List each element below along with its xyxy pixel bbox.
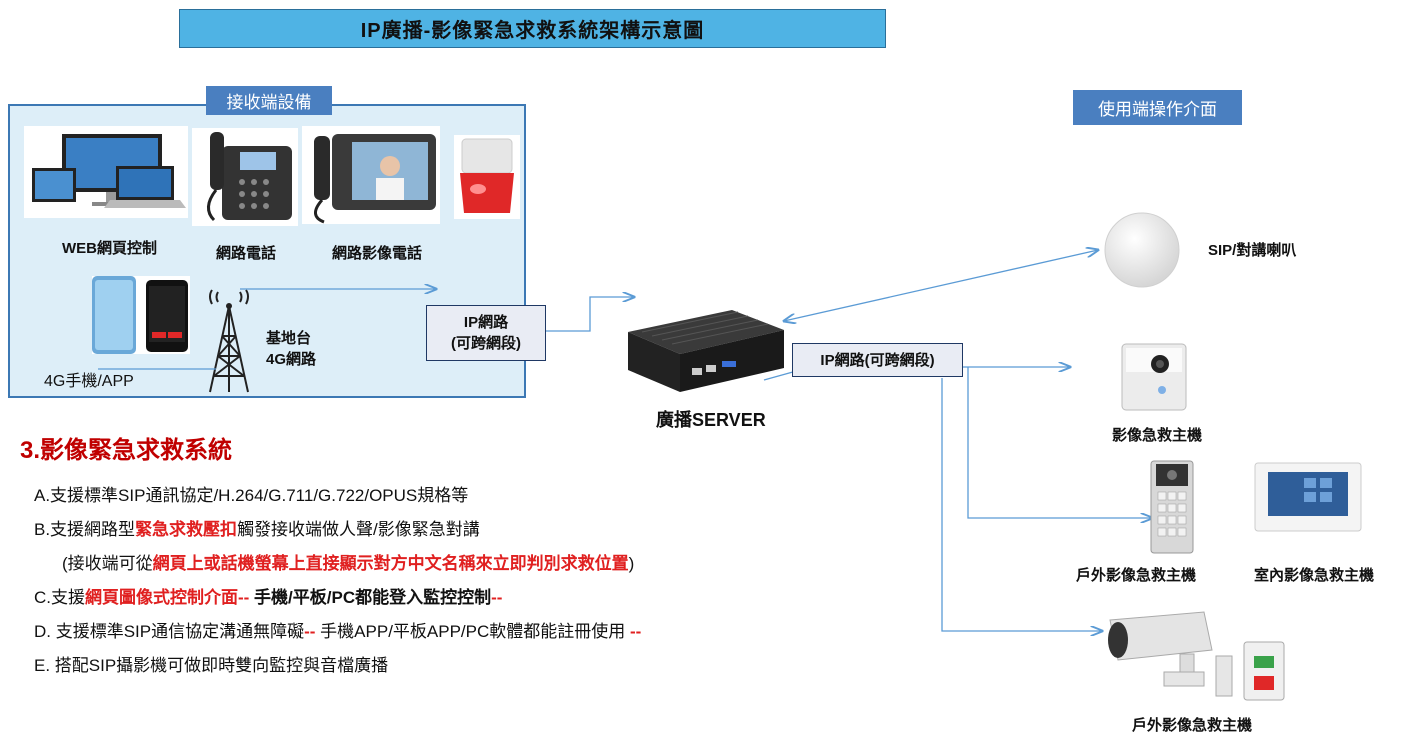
outdoor-unit-label: 戶外影像急救主機 <box>1076 567 1197 584</box>
feature-e: E. 搭配SIP攝影機可做即時雙向監控與音檔廣播 <box>34 656 389 675</box>
feature-b: B.支援網路型緊急求救壓扣觸發接收端做人聲/影像緊急對講 <box>34 515 480 540</box>
feature-d-red: -- <box>304 622 316 641</box>
web-control-label: WEB網頁控制 <box>62 240 157 257</box>
video-intercom-icon <box>1121 343 1187 411</box>
feature-b-post: 觸發接收端做人聲/影像緊急對講 <box>237 520 480 539</box>
feature-c-red2: -- <box>491 588 503 607</box>
feature-c-red: 網頁圖像式控制介面-- <box>85 588 250 607</box>
feature-c-pre: C.支援 <box>34 588 85 607</box>
feature-b-pre: B.支援網路型 <box>34 520 136 539</box>
feature-b2-post: ) <box>628 554 635 573</box>
server-label: 廣播SERVER <box>656 410 766 430</box>
network-box-right: IP網路(可跨網段) <box>792 343 963 377</box>
feature-c-bold: 手機/平板/PC都能登入監控控制 <box>249 588 492 607</box>
laptop-desktop-icon <box>24 126 188 218</box>
feature-b2: (接收端可從網頁上或話機螢幕上直接顯示對方中文名稱來立即判別求救位置) <box>62 549 634 574</box>
indoor-panel-icon <box>1254 462 1362 532</box>
smartphone-icon <box>92 276 190 354</box>
video-unit-label: 影像急救主機 <box>1112 427 1203 444</box>
indoor-unit-label: 室內影像急救主機 <box>1254 567 1375 584</box>
server-icon <box>628 310 784 392</box>
sip-camera-icon <box>1108 611 1285 701</box>
cell-tower-icon <box>209 289 249 393</box>
feature-heading: 3.影像緊急求救系統 <box>20 437 233 464</box>
network-left-line1: IP網路 <box>463 314 509 331</box>
feature-b2-pre: (接收端可從 <box>62 554 153 573</box>
feature-b2-red: 網頁上或話機螢幕上直接顯示對方中文名稱來立即判別求救位置 <box>152 554 629 573</box>
feature-b-red: 緊急求救壓扣 <box>135 520 238 539</box>
siren-icon <box>454 135 520 219</box>
receiver-tag: 接收端設備 <box>206 86 332 115</box>
video-phone-label: 網路影像電話 <box>332 245 423 262</box>
network-box-left: IP網路 (可跨網段) <box>426 305 546 361</box>
feature-a: A.支援標準SIP通訊協定/H.264/G.711/G.722/OPUS規格等 <box>34 486 469 505</box>
network-left-line2: (可跨網段) <box>451 335 521 352</box>
ip-phone-icon <box>192 128 298 226</box>
ip-phone-label: 網路電話 <box>216 245 277 262</box>
tower-label-line2: 4G網路 <box>266 351 317 368</box>
user-side-tag: 使用端操作介面 <box>1073 90 1242 125</box>
diagram-title: IP廣播-影像緊急求救系統架構示意圖 <box>179 9 886 48</box>
tower-label-line1: 基地台 <box>266 330 312 347</box>
feature-d-red2: -- <box>630 622 642 641</box>
feature-d-mid: 手機APP/平板APP/PC軟體都能註冊使用 <box>315 622 630 641</box>
ceiling-speaker-icon <box>1104 212 1180 288</box>
feature-c: C.支援網頁圖像式控制介面-- 手機/平板/PC都能登入監控控制-- <box>34 583 502 608</box>
feature-d: D. 支援標準SIP通信協定溝通無障礙-- 手機APP/平板APP/PC軟體都能… <box>34 617 641 642</box>
video-phone-icon <box>302 126 440 224</box>
camera-unit-label: 戶外影像急救主機 <box>1132 717 1253 734</box>
speaker-label: SIP/對講喇叭 <box>1208 242 1297 259</box>
mobile-app-label: 4G手機/APP <box>44 373 134 390</box>
feature-d-pre: D. 支援標準SIP通信協定溝通無障礙 <box>34 622 305 641</box>
outdoor-keypad-icon <box>1150 460 1194 554</box>
